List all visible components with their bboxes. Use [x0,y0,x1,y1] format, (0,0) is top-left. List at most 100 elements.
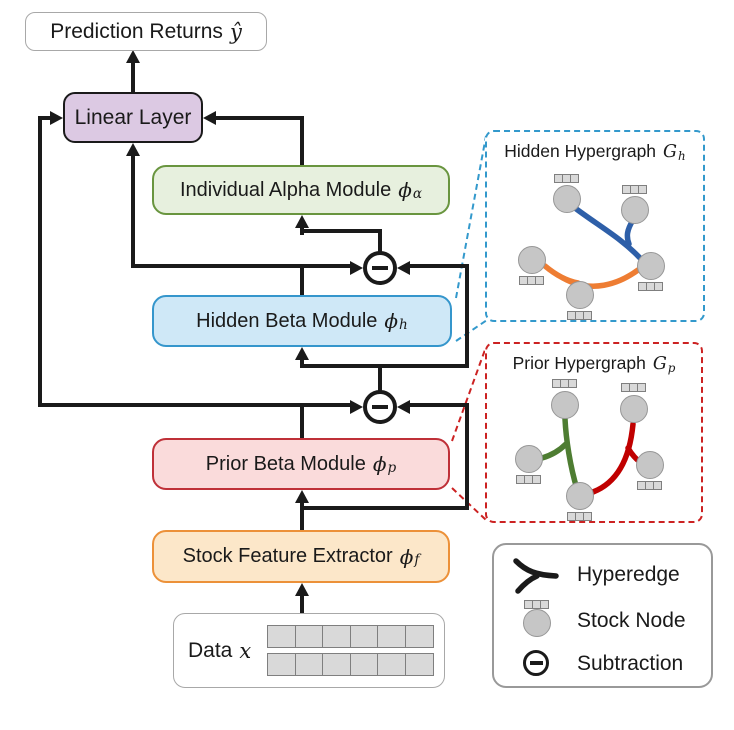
arrowhead-into-subtraction2-left [350,400,363,414]
phi-subscript: f [414,552,420,569]
hidden-callout-line-bottom [455,319,488,342]
stock-node [515,445,543,473]
graph-subscript: h [678,149,686,164]
stock-node [566,281,594,309]
stock-node [621,196,649,224]
phi-subscript: h [399,316,408,333]
flow-line [300,403,304,440]
feature-cells [519,276,544,285]
subtraction-icon [523,650,549,676]
stock-node [551,391,579,419]
stock-node [637,252,665,280]
stock-node-icon-cells [524,600,549,609]
hidden-beta-label: Hidden Beta Module [196,309,378,332]
flow-line [378,364,382,392]
linear-layer-box: Linear Layer [63,92,203,143]
flow-line [300,364,469,368]
green-hyperedge-branch [539,441,569,461]
arrowhead-into-prior-beta [295,490,309,503]
flow-line [407,403,469,407]
arrowhead-into-linear-right [203,111,216,125]
feature-cells [552,379,577,388]
prediction-returns-label: Prediction Returns [50,19,223,43]
legend-stock-node-label: Stock Node [577,609,686,632]
data-matrix [267,625,434,681]
red-hyperedge [590,421,636,495]
stock-node [518,246,546,274]
phi-subscript: p [387,459,397,476]
phi-subscript: α [412,185,423,202]
feature-cells [567,512,592,521]
flow-line [131,61,135,93]
stock-node [553,185,581,213]
flow-line [300,358,304,368]
legend-subtraction-label: Subtraction [577,652,684,675]
flow-line [300,506,469,510]
legend-hyperedge-label: Hyperedge [577,563,680,586]
flow-line [300,503,304,532]
arrowhead-into-subtraction2-right [397,400,410,414]
data-label: Data [188,638,233,662]
stock-node [620,395,648,423]
flow-line [378,229,382,253]
hidden-hypergraph-title-text: Hidden Hypergraph [504,141,657,161]
arrowhead-into-subtraction1-left [350,261,363,275]
minus-icon [372,405,388,409]
stock-node [636,451,664,479]
orange-hyperedge [560,267,641,289]
feature-extractor-label: Stock Feature Extractor [182,545,393,567]
stock-node [566,482,594,510]
feature-cells [622,185,647,194]
graph-symbol: G [652,354,667,374]
prior-hypergraph-title-text: Prior Hypergraph [512,353,646,373]
blue-hyperedge [572,205,643,261]
data-matrix-row [267,625,434,648]
flow-line [38,116,52,120]
arrowhead-into-extractor [295,583,309,596]
phi-symbol: ϕ [372,452,387,476]
flow-line [465,403,469,510]
feature-cells [516,475,541,484]
minus-icon [372,266,388,270]
feature-cells [621,383,646,392]
hidden-callout-line-top [455,135,487,299]
hidden-hyperedges [542,205,643,289]
prior-beta-label: Prior Beta Module [205,452,366,475]
flow-line [407,264,469,268]
flow-line [214,116,304,120]
flow-line [300,116,304,167]
phi-symbol: ϕ [384,309,399,333]
prior-hyperedges [539,416,648,495]
x-symbol: x [239,638,252,663]
feature-cells [638,282,663,291]
flow-line [131,264,352,268]
flow-line [131,154,135,268]
flow-line [38,116,42,407]
linear-layer-label: Linear Layer [74,105,192,129]
alpha-module-label: Individual Alpha Module [179,178,392,201]
subtraction-node-upper [363,251,397,285]
flow-line [465,264,469,368]
phi-symbol: ϕ [398,178,412,202]
green-hyperedge [562,416,580,492]
arrowhead-into-hidden-beta [295,347,309,360]
flow-line [300,594,304,615]
flow-line [300,264,304,298]
subtraction-node-lower [363,390,397,424]
hyperedge-icon [513,558,559,594]
stock-node-icon [523,609,551,637]
arrowhead-into-prediction [126,50,140,63]
feature-cells [554,174,579,183]
feature-cells [567,311,592,320]
arrowhead-into-alpha [295,215,309,228]
arrowhead-into-linear-bottom [126,143,140,156]
